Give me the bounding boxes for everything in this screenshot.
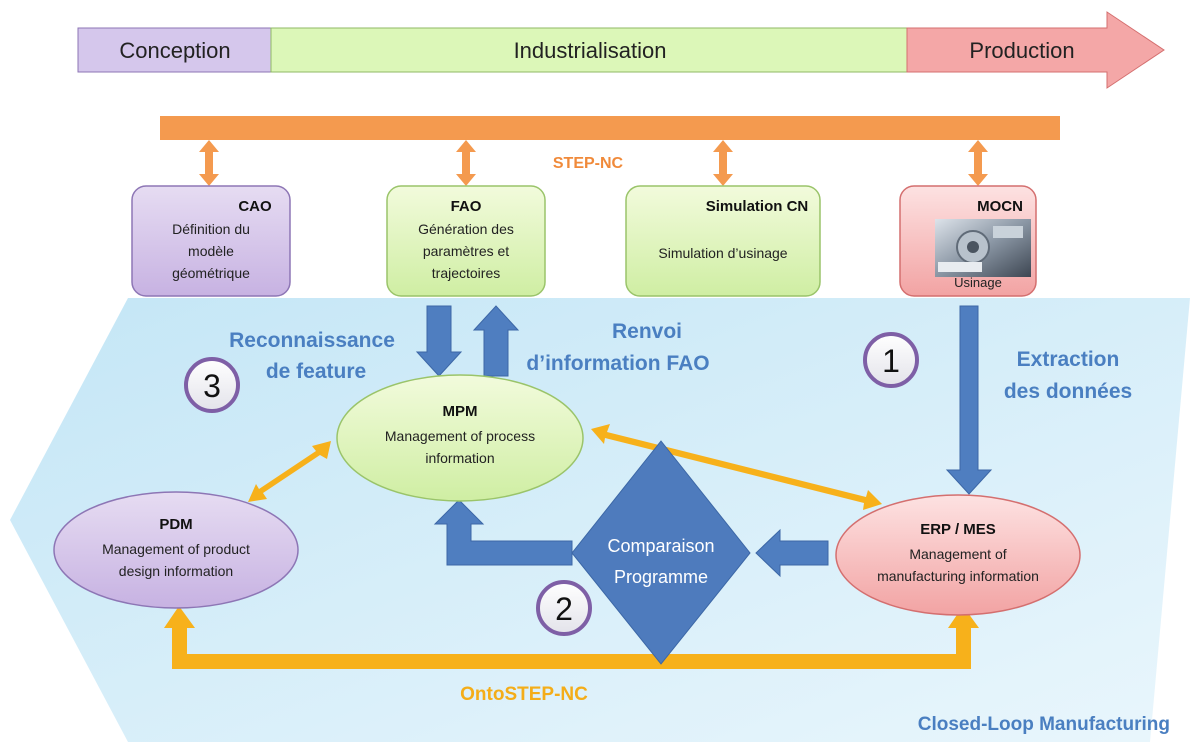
step-nc-connectors bbox=[199, 140, 988, 186]
erp-line-1: Management of bbox=[909, 546, 1006, 562]
ontostep-left-arrowhead bbox=[164, 606, 195, 628]
vertical-flow-arrows bbox=[415, 305, 993, 495]
simulation-line-1: Simulation d’usinage bbox=[658, 245, 787, 261]
phase-industrialisation bbox=[270, 27, 908, 73]
phase-industrialisation-label: Industrialisation bbox=[514, 38, 667, 63]
ontostep-left-leg bbox=[172, 626, 187, 669]
mocn-box: MOCN Usinage bbox=[899, 185, 1037, 297]
connector-cao bbox=[199, 140, 219, 186]
erp-title: ERP / MES bbox=[920, 521, 996, 538]
pdm-title: PDM bbox=[159, 516, 192, 533]
extraction-label-1: Extraction bbox=[1017, 348, 1120, 371]
cao-title: CAO bbox=[238, 198, 272, 215]
extraction-label-2: des données bbox=[1004, 380, 1132, 403]
phase-timeline: Conception Industrialisation Production bbox=[77, 11, 1165, 89]
erp-node: ERP / MES Management of manufacturing in… bbox=[835, 494, 1081, 616]
comparison-line-1: Comparaison bbox=[607, 536, 714, 556]
connector-mocn bbox=[968, 140, 988, 186]
arrow-comparison-to-mpm bbox=[433, 499, 573, 566]
cao-line-3: géométrique bbox=[172, 265, 250, 281]
arrow-down-mocn-to-erp bbox=[945, 305, 993, 495]
yellow-arrows bbox=[248, 424, 882, 510]
arrow-erp-to-comparison bbox=[755, 528, 829, 578]
badge-1-number: 1 bbox=[882, 343, 900, 379]
cao-line-1: Définition du bbox=[172, 221, 250, 237]
badge-3-number: 3 bbox=[203, 368, 221, 404]
pdm-line-2: design information bbox=[119, 563, 233, 579]
badge-2: 2 bbox=[536, 580, 592, 636]
connector-simulation bbox=[713, 140, 733, 186]
ontostep-label: OntoSTEP-NC bbox=[460, 684, 588, 705]
comparison-arrows bbox=[433, 499, 829, 578]
fao-line-2: paramètres et bbox=[423, 243, 509, 259]
step-nc-label: STEP-NC bbox=[553, 155, 624, 172]
simulation-title: Simulation CN bbox=[706, 198, 809, 215]
ontostep-bracket bbox=[164, 606, 979, 669]
arrow-down-fao-to-mpm bbox=[415, 305, 463, 377]
erp-line-2: manufacturing information bbox=[877, 568, 1039, 584]
arrow-mpm-pdm bbox=[248, 441, 331, 502]
phase-conception-label: Conception bbox=[119, 38, 230, 63]
mpm-title: MPM bbox=[443, 403, 478, 420]
mpm-line-1: Management of process bbox=[385, 428, 535, 444]
mpm-node: MPM Management of process information bbox=[336, 374, 584, 502]
cao-box: CAO Définition du modèle géométrique bbox=[131, 185, 291, 297]
reconnaissance-label-1: Reconnaissance bbox=[229, 329, 395, 352]
renvoi-label-2: d’information FAO bbox=[526, 352, 709, 375]
fao-box: FAO Génération des paramètres et traject… bbox=[386, 185, 546, 297]
flow-labels: Reconnaissance de feature Renvoi d’infor… bbox=[229, 320, 1132, 403]
badge-1: 1 bbox=[863, 332, 919, 388]
connector-fao bbox=[456, 140, 476, 186]
ontostep-right-arrowhead bbox=[948, 606, 979, 628]
mpm-line-2: information bbox=[425, 450, 494, 466]
mocn-line-1: Usinage bbox=[954, 275, 1002, 290]
mocn-title: MOCN bbox=[977, 198, 1023, 215]
reconnaissance-label-2: de feature bbox=[266, 360, 366, 383]
pdm-line-1: Management of product bbox=[102, 541, 250, 557]
comparison-line-2: Programme bbox=[614, 567, 708, 587]
badge-3: 3 bbox=[184, 357, 240, 413]
fao-title: FAO bbox=[451, 198, 482, 215]
ontostep-bar bbox=[172, 654, 964, 669]
comparison-diamond: Comparaison Programme bbox=[571, 440, 751, 665]
arrow-up-mpm-to-fao bbox=[472, 305, 520, 377]
renvoi-label-1: Renvoi bbox=[612, 320, 682, 343]
closed-loop-label: Closed-Loop Manufacturing bbox=[918, 714, 1170, 735]
phase-production bbox=[906, 11, 1165, 89]
ontostep-right-leg bbox=[956, 626, 971, 669]
step-nc-bus: STEP-NC bbox=[160, 116, 1060, 186]
pdm-node: PDM Management of product design informa… bbox=[53, 491, 299, 609]
fao-line-3: trajectoires bbox=[432, 265, 500, 281]
fao-line-1: Génération des bbox=[418, 221, 514, 237]
simulation-box: Simulation CN Simulation d’usinage bbox=[625, 185, 821, 297]
badge-2-number: 2 bbox=[555, 591, 573, 627]
phase-production-label: Production bbox=[969, 38, 1074, 63]
machine-tool-image bbox=[935, 219, 1031, 277]
step-nc-bar bbox=[160, 116, 1060, 140]
cao-line-2: modèle bbox=[188, 243, 234, 259]
arrow-mpm-erp bbox=[591, 424, 882, 510]
